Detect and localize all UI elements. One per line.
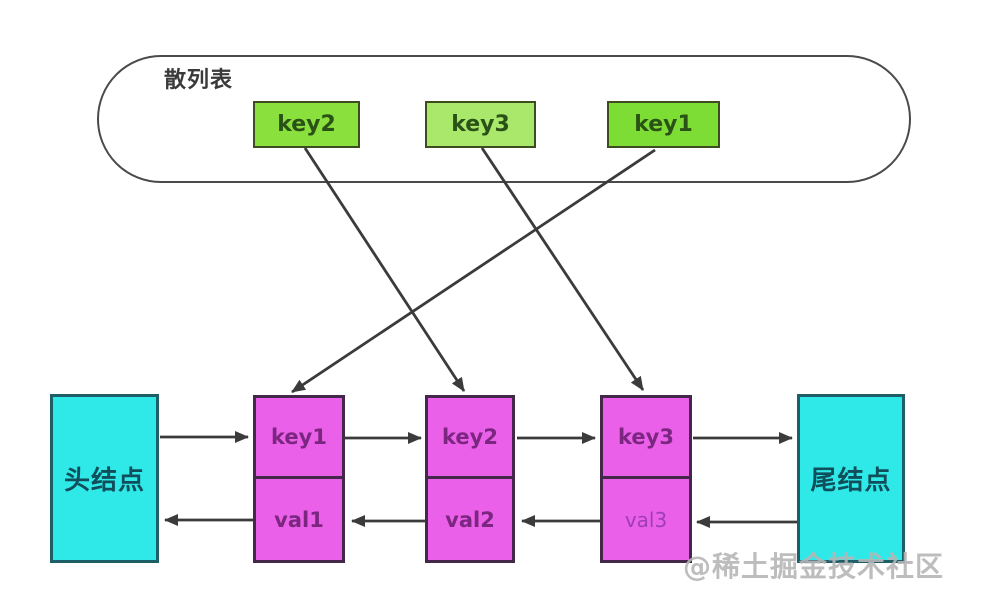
tail-node-box: 尾结点 xyxy=(797,394,905,563)
hash-key1-label: key1 xyxy=(634,112,693,137)
arrow-hash-key2-to-node-key2 xyxy=(303,147,466,392)
hash-key2-label: key2 xyxy=(277,112,336,137)
node1-val-cell: val1 xyxy=(256,479,342,560)
hash-key3-box: key3 xyxy=(425,101,536,148)
hash-key1-box: key1 xyxy=(607,101,720,148)
node2-val-cell: val2 xyxy=(428,479,512,560)
list-node-3: key3 val3 xyxy=(600,395,692,563)
node3-key-cell: key3 xyxy=(603,398,689,479)
head-node-box: 头结点 xyxy=(50,394,159,563)
list-node-2: key2 val2 xyxy=(425,395,515,563)
arrow-hash-key3-to-node-key3 xyxy=(480,147,645,391)
node1-key-cell: key1 xyxy=(256,398,342,479)
head-node-label: 头结点 xyxy=(63,466,145,496)
node2-val-label: val2 xyxy=(445,507,495,532)
list-node-1: key1 val1 xyxy=(253,395,345,563)
hash-key3-label: key3 xyxy=(451,112,510,137)
node2-key-cell: key2 xyxy=(428,398,512,479)
node3-val-label: val3 xyxy=(624,507,668,532)
node1-val-label: val1 xyxy=(274,507,324,532)
watermark-text: @稀土掘金技术社区 xyxy=(683,550,945,583)
arrow-hash-key1-to-node-key1 xyxy=(291,148,656,394)
node3-key-label: key3 xyxy=(618,425,674,449)
node3-val-cell: val3 xyxy=(603,479,689,560)
tail-node-label: 尾结点 xyxy=(810,466,892,496)
hash-table-label: 散列表 xyxy=(164,68,234,93)
hash-key2-box: key2 xyxy=(253,101,360,148)
node2-key-label: key2 xyxy=(442,425,498,449)
node1-key-label: key1 xyxy=(271,425,327,449)
